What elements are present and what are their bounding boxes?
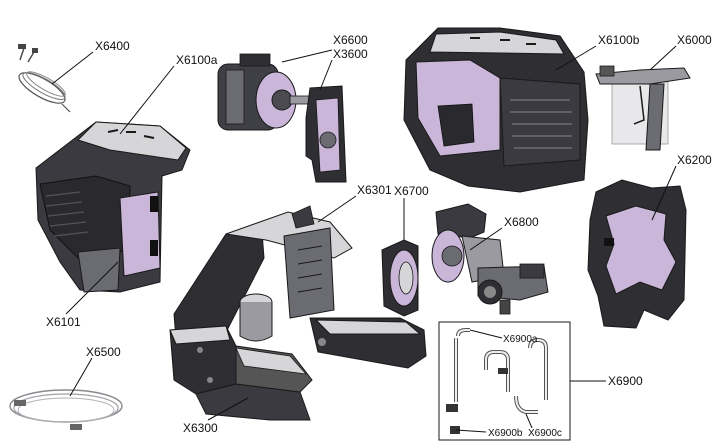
label-x6400: X6400 bbox=[95, 39, 130, 53]
label-x6700: X6700 bbox=[394, 184, 429, 198]
label-x6000: X6000 bbox=[677, 33, 712, 47]
label-x6900b: X6900b bbox=[488, 428, 523, 439]
label-x6800: X6800 bbox=[504, 215, 539, 229]
label-x6100a: X6100a bbox=[176, 53, 218, 67]
label-x6900: X6900 bbox=[608, 374, 643, 388]
part-x3600-plate bbox=[305, 85, 347, 183]
label-x6100b: X6100b bbox=[598, 33, 640, 47]
label-x6301: X6301 bbox=[357, 183, 392, 197]
part-x6000-spray-gun bbox=[595, 65, 691, 151]
part-x6400-power-cord bbox=[18, 44, 71, 113]
label-x6900a: X6900a bbox=[503, 334, 538, 345]
part-x6200-cover bbox=[587, 179, 687, 329]
label-x6300: X6300 bbox=[183, 421, 218, 435]
part-x6600-motor bbox=[217, 53, 311, 131]
label-x6200: X6200 bbox=[677, 153, 712, 167]
label-x6900c: X6900c bbox=[528, 428, 562, 439]
label-x6101: X6101 bbox=[46, 315, 81, 329]
part-x6700-cover bbox=[381, 239, 419, 317]
part-x6100a-housing bbox=[35, 121, 191, 293]
part-x6300-base bbox=[169, 325, 313, 421]
label-x6500: X6500 bbox=[86, 345, 121, 359]
part-x6800-pump bbox=[431, 203, 549, 315]
part-x6900-suction-set bbox=[438, 321, 571, 441]
part-x6500-hose bbox=[9, 389, 123, 430]
part-x6100b-housing bbox=[403, 27, 589, 193]
label-x6600: X6600 bbox=[333, 33, 368, 47]
leader-lines bbox=[51, 45, 677, 433]
label-x3600: X3600 bbox=[333, 47, 368, 61]
